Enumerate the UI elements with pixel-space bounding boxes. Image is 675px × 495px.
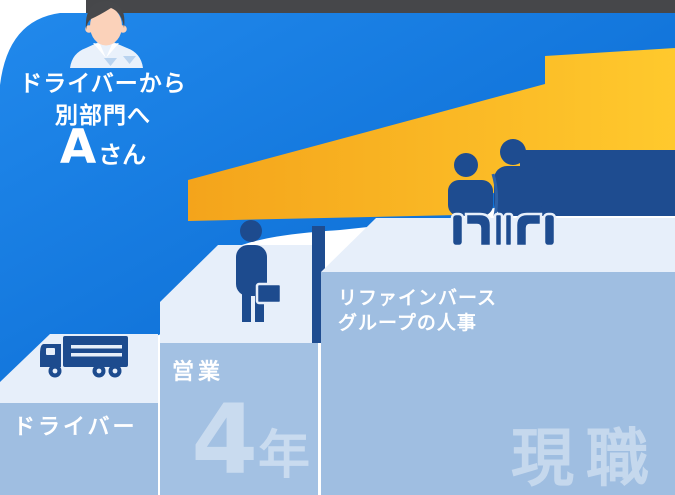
bubble-line1: ドライバーから — [19, 71, 187, 97]
avatar — [70, 0, 143, 68]
avatar-shirt — [70, 42, 143, 68]
shirt-pocket — [104, 58, 117, 66]
person-name-suffix: さん — [98, 141, 147, 169]
step3-label-line2: グループの人事 — [338, 312, 477, 334]
avatar-face — [90, 6, 122, 46]
step1-label: ドライバー — [13, 415, 138, 440]
step2-platform — [160, 245, 318, 343]
standing-person-icon — [236, 220, 283, 322]
top-dark-strip — [86, 0, 675, 13]
step3-column — [321, 272, 675, 495]
years-number: 4 — [191, 384, 258, 495]
shirt-pocket — [123, 56, 136, 64]
step2-column — [160, 343, 318, 495]
step1-column — [0, 403, 158, 495]
meeting-people-icon — [448, 139, 675, 248]
person-name-main: A — [59, 120, 97, 175]
step3-watermark-current: 現職 — [511, 422, 661, 495]
step3-label: リファインバース グループの人事 — [338, 286, 668, 336]
step3-label-line1: リファインバース — [338, 287, 498, 309]
bubble-line2: 別部門へ — [55, 103, 151, 129]
years-unit: 年 — [257, 426, 310, 486]
growth-arrow — [188, 48, 675, 221]
bubble-person-name: Aさん — [8, 120, 198, 175]
avatar-hair — [85, 0, 125, 30]
truck-icon — [40, 336, 128, 378]
step2-watermark-years: 4年 — [160, 392, 310, 488]
step2-label: 営業 — [172, 360, 225, 385]
